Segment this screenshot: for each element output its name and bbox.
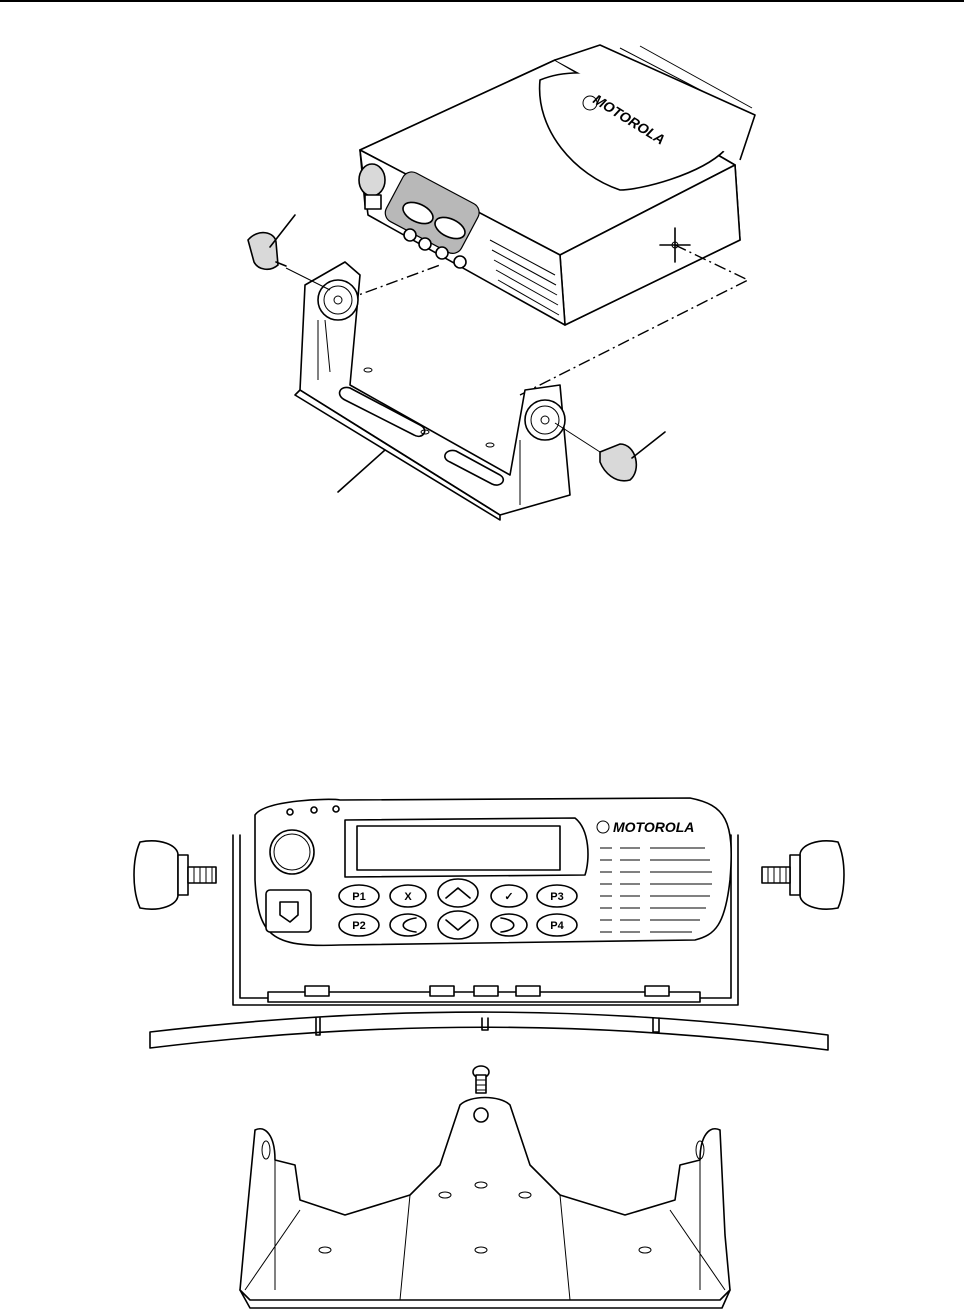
check-button-label: ✓	[504, 891, 513, 903]
volume-knob-front	[270, 830, 314, 874]
p1-button-label: P1	[352, 891, 365, 903]
dashboard-surface	[150, 1012, 828, 1050]
side-knob-left	[134, 841, 216, 909]
radio-front-panel: P1 X ✓ P3 P2 P4	[255, 798, 731, 945]
callout-leader-bracket	[338, 450, 385, 492]
right-arrow-button	[491, 914, 527, 936]
led-2	[311, 807, 317, 813]
p3-button-label: P3	[550, 891, 563, 903]
bracket-hole-top	[474, 1108, 488, 1122]
side-knob-right	[762, 841, 844, 909]
down-arrow-button	[438, 911, 478, 939]
lcd-display	[357, 826, 560, 870]
volume-knob	[359, 164, 385, 196]
callout-leader-left-screw	[270, 215, 295, 247]
up-arrow-button	[438, 879, 478, 907]
bracket-perspective-figure	[240, 1066, 730, 1308]
p2-button-label: P2	[352, 920, 365, 932]
led-3	[333, 806, 339, 812]
bracket-top-screw	[473, 1066, 489, 1093]
front-brand-label: MOTOROLA	[613, 819, 694, 835]
callout-leader-right-screw	[632, 432, 665, 458]
x-button-label: X	[404, 891, 412, 903]
p4-button-label: P4	[550, 920, 564, 932]
led-1	[287, 809, 293, 815]
isometric-mounting-figure: MOTOROLA	[248, 45, 755, 520]
front-view-figure: P1 X ✓ P3 P2 P4	[134, 798, 844, 1050]
left-arrow-button	[390, 914, 426, 936]
bracket-body	[240, 1098, 730, 1301]
